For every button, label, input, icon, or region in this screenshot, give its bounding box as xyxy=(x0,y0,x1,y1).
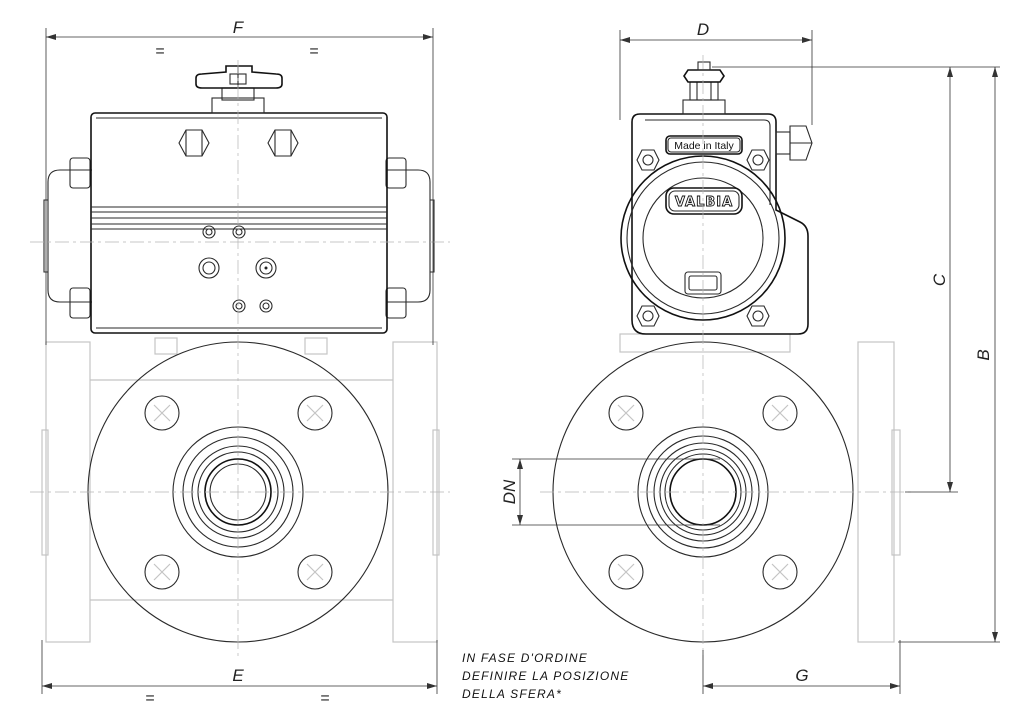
side-view: Made in Italy VALBIA xyxy=(540,55,915,660)
dimension-label-b: B xyxy=(974,349,993,360)
equal-sign: = xyxy=(155,43,164,60)
equal-sign: = xyxy=(320,690,329,707)
brand-logo: VALBIA xyxy=(665,187,743,215)
dimension-b: B xyxy=(898,67,1000,643)
dimension-c: C xyxy=(712,66,1000,493)
equal-sign: = xyxy=(145,690,154,707)
note-line-3: DELLA SFERA* xyxy=(462,687,562,701)
front-position-indicator xyxy=(195,65,283,114)
note-line-2: DEFINIRE LA POSIZIONE xyxy=(462,669,629,683)
dimension-label-c: C xyxy=(930,273,949,286)
equal-sign: = xyxy=(309,43,318,60)
dimension-label-g: G xyxy=(795,666,808,685)
front-hex-bolt-left xyxy=(178,129,210,157)
dimension-f: F = = xyxy=(45,18,434,345)
made-in-italy-plate: Made in Italy xyxy=(665,135,743,155)
side-position-indicator xyxy=(682,61,726,115)
plate-text: Made in Italy xyxy=(674,140,734,152)
dimension-label-e: E xyxy=(232,666,244,685)
side-valve-body xyxy=(619,333,901,643)
dimension-label-dn: DN xyxy=(500,479,519,504)
dimension-label-d: D xyxy=(697,20,709,39)
side-bolt-holes xyxy=(608,395,798,590)
front-bolt-holes xyxy=(144,395,333,590)
dimension-g: G xyxy=(702,640,901,694)
order-note: IN FASE D'ORDINE DEFINIRE LA POSIZIONE D… xyxy=(462,651,629,701)
front-hex-bolt-right xyxy=(267,129,299,157)
dimension-e: E = = xyxy=(41,640,438,707)
side-actuator: Made in Italy VALBIA xyxy=(620,61,813,335)
front-actuator xyxy=(43,65,435,334)
dimension-d: D xyxy=(619,20,813,125)
front-view xyxy=(30,60,450,660)
dimension-label-f: F xyxy=(233,18,245,37)
note-line-1: IN FASE D'ORDINE xyxy=(462,651,588,665)
dimension-dn: DN xyxy=(500,458,720,526)
side-fitting xyxy=(775,125,813,161)
brand-text: VALBIA xyxy=(675,195,733,210)
front-valve-body xyxy=(41,337,440,643)
